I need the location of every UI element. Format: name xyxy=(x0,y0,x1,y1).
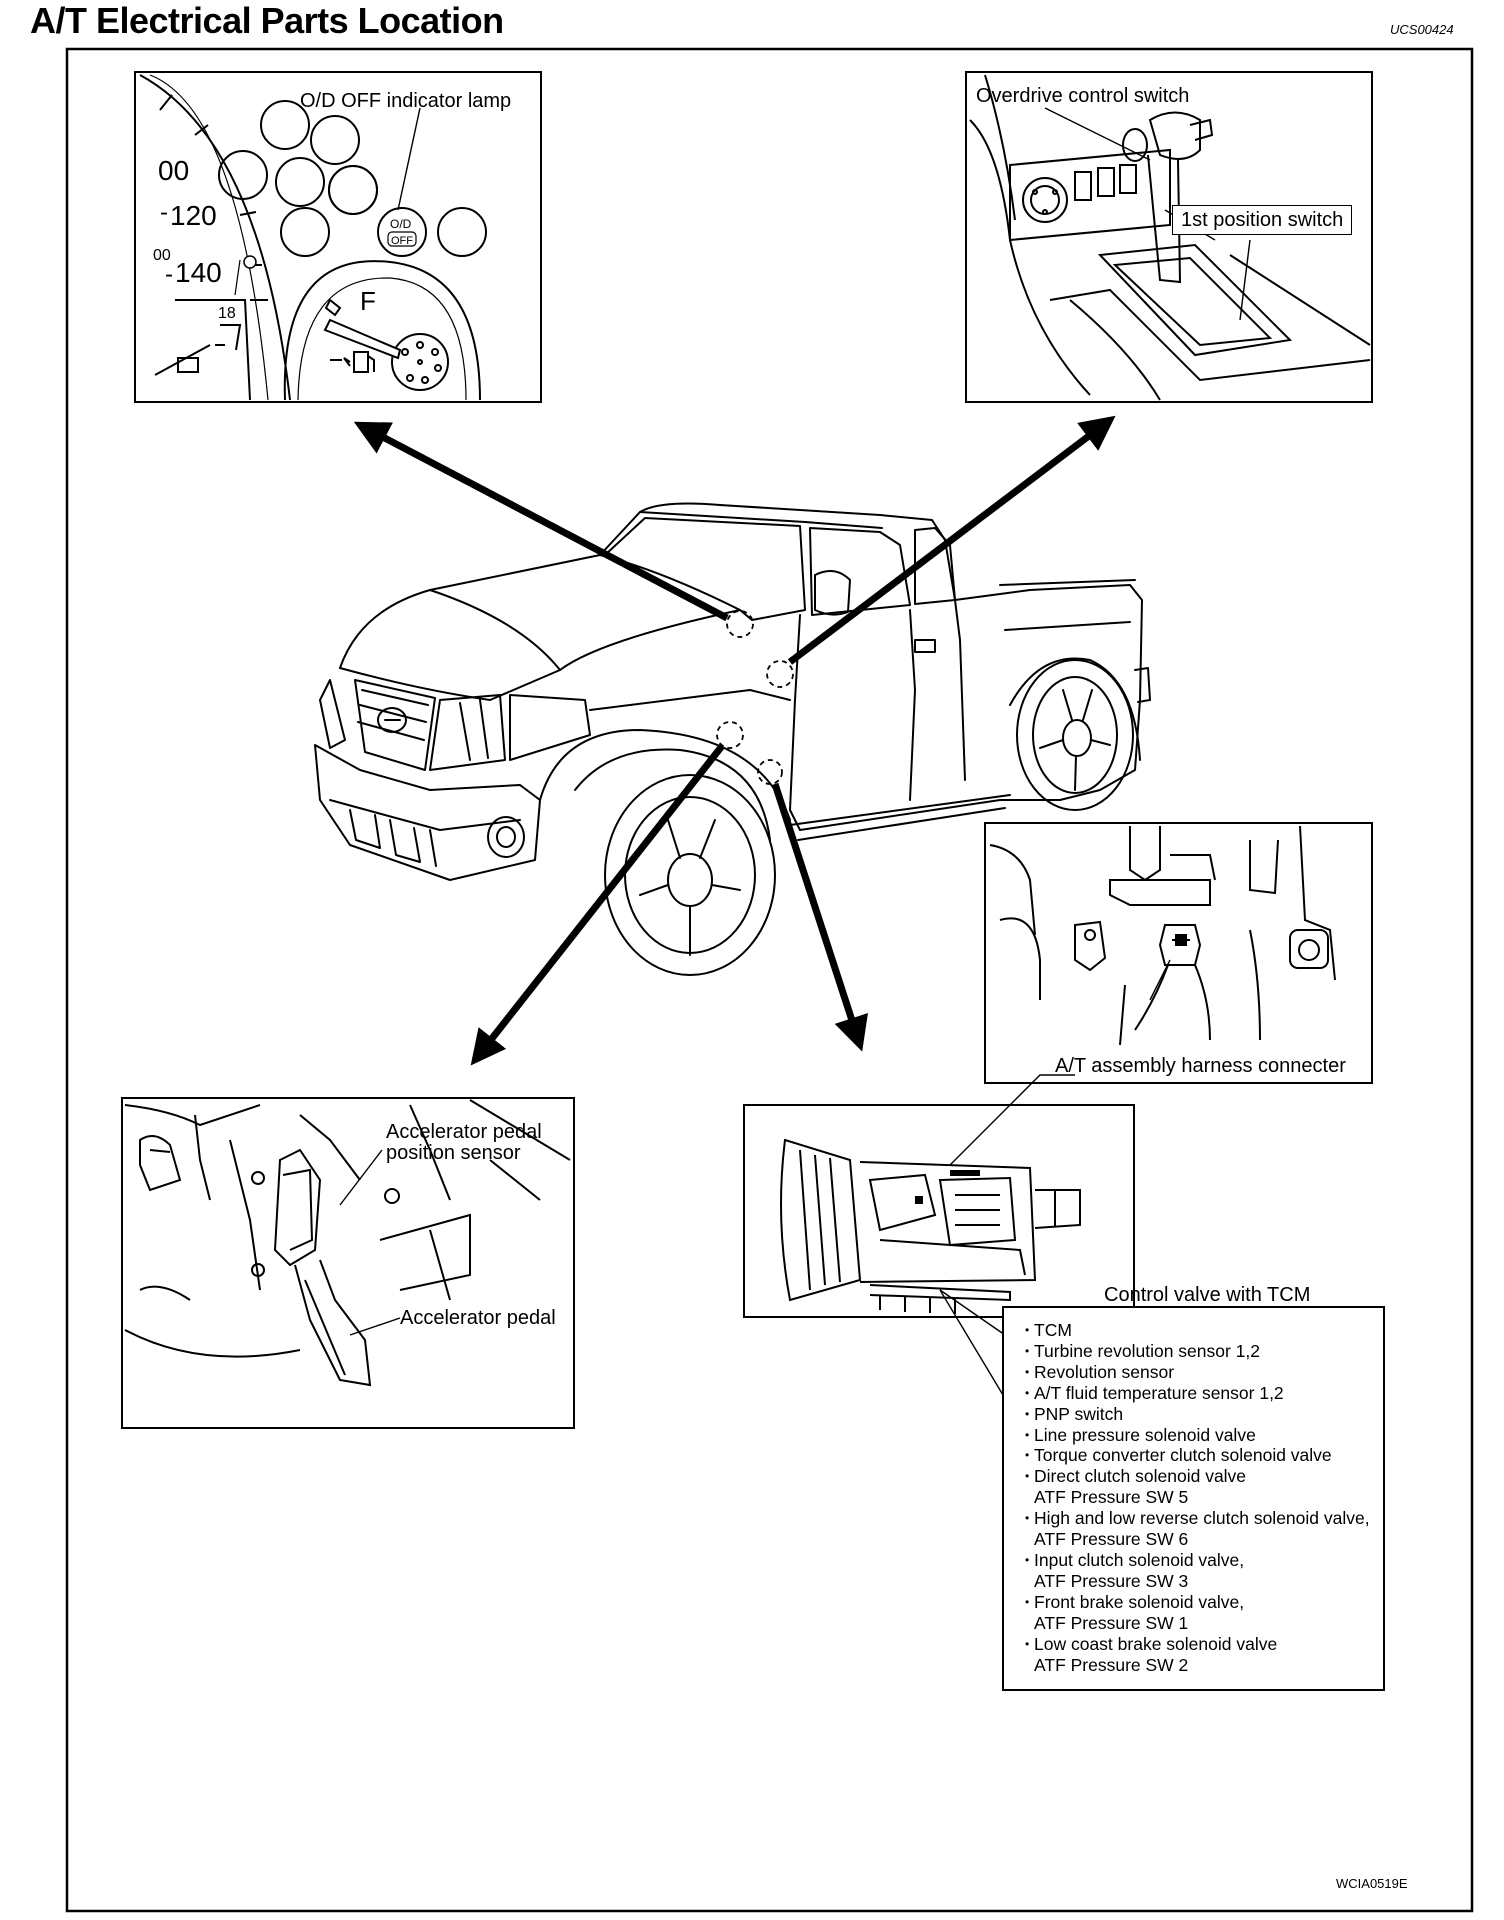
meter-tick-00-small: 00 xyxy=(153,247,171,264)
tcm-item-text: TCM xyxy=(1034,1320,1072,1340)
tcm-list-item: • Torque converter clutch solenoid valve xyxy=(1025,1445,1370,1466)
tcm-list-item: • Low coast brake solenoid valve xyxy=(1025,1634,1370,1655)
figure-code: WCIA0519E xyxy=(1336,1876,1408,1891)
pedal-panel-figure xyxy=(121,1097,575,1429)
bullet-icon: • xyxy=(1025,1406,1030,1421)
location-arrows xyxy=(353,415,1116,1066)
bullet-icon: • xyxy=(1025,1552,1030,1567)
arrow-to-transmission xyxy=(771,782,868,1052)
fuel-full-mark: F xyxy=(360,286,376,316)
marker-transmission xyxy=(757,759,783,785)
harness-panel-figure xyxy=(984,822,1373,1084)
tcm-item-subtext: ATF Pressure SW 1 xyxy=(1034,1612,1189,1633)
tcm-item-text: Turbine revolution sensor 1,2 xyxy=(1034,1340,1261,1361)
marker-console xyxy=(766,660,794,688)
arrow-to-console xyxy=(787,415,1116,665)
bullet-icon: • xyxy=(1025,1385,1030,1400)
outer-frame xyxy=(65,47,1474,1913)
tcm-list-frame xyxy=(1002,1306,1385,1691)
meter-panel-figure: 00 120 - 140 - 00 18 F O/D OFF xyxy=(134,71,542,403)
od-off-lamp xyxy=(377,207,427,257)
tcm-item-subtext: ATF Pressure SW 5 xyxy=(1034,1487,1189,1508)
tcm-item-text: PNP switch xyxy=(1034,1403,1124,1424)
tcm-list-item: • PNP switch xyxy=(1025,1404,1370,1425)
tcm-item-subtext: ATF Pressure SW 2 xyxy=(1034,1654,1189,1675)
accelerator-pedal-label: Accelerator pedal xyxy=(400,1307,556,1329)
tcm-item-text: Input clutch solenoid valve, xyxy=(1034,1549,1245,1570)
bullet-icon: • xyxy=(1025,1343,1030,1358)
meter-tick-18: 18 xyxy=(218,305,236,322)
tcm-list-item: • TCM xyxy=(1025,1320,1370,1341)
marker-meter xyxy=(726,610,754,638)
pedal-sensor-label: Accelerator pedal position sensor xyxy=(386,1121,542,1164)
arrow-to-meter xyxy=(353,421,729,622)
tcm-item-text: Revolution sensor xyxy=(1034,1361,1175,1382)
tcm-component-list: • TCM • Turbine revolution sensor 1,2 • Revol… xyxy=(1025,1320,1370,1675)
tcm-item-text: A/T fluid temperature sensor 1,2 xyxy=(1034,1382,1284,1403)
bullet-icon: • xyxy=(1025,1594,1030,1609)
bullet-icon: • xyxy=(1025,1427,1030,1442)
tcm-item-text: Low coast brake solenoid valve xyxy=(1034,1633,1278,1654)
od-off-indicator-label: O/D OFF indicator lamp xyxy=(300,90,512,112)
bullet-icon: • xyxy=(1025,1469,1030,1484)
location-markers xyxy=(716,610,794,785)
tcm-item-text: Torque converter clutch solenoid valve xyxy=(1034,1445,1332,1466)
tcm-item-subtext: ATF Pressure SW 6 xyxy=(1034,1529,1189,1550)
tcm-list-item: • Revolution sensor xyxy=(1025,1362,1370,1383)
tcm-list-item: • A/T fluid temperature sensor 1,2 xyxy=(1025,1383,1370,1404)
bullet-icon: • xyxy=(1025,1636,1030,1651)
bullet-icon: • xyxy=(1025,1364,1030,1379)
harness-connector-label: A/T assembly harness connecter xyxy=(1055,1055,1346,1077)
tcm-item-text: Front brake solenoid valve, xyxy=(1034,1591,1245,1612)
svg-text:-: - xyxy=(165,261,173,288)
page-title: A/T Electrical Parts Location xyxy=(30,0,504,41)
tcm-list-item: • Turbine revolution sensor 1,2 xyxy=(1025,1341,1370,1362)
svg-text:-: - xyxy=(160,199,168,226)
marker-pedal xyxy=(716,721,744,749)
od-lamp-text-bottom: OFF xyxy=(391,235,413,247)
bullet-icon: • xyxy=(1025,1323,1030,1337)
tcm-item-text: Line pressure solenoid valve xyxy=(1034,1424,1256,1445)
first-position-switch-label: 1st position switch xyxy=(1172,205,1353,235)
tcm-list-item: • Front brake solenoid valve, xyxy=(1025,1592,1370,1613)
bullet-icon: • xyxy=(1025,1511,1030,1526)
tcm-item-subtext: ATF Pressure SW 3 xyxy=(1034,1570,1189,1591)
console-panel-figure xyxy=(965,71,1373,403)
section-code: UCS00424 xyxy=(1390,22,1454,37)
od-lamp-text-top: O/D xyxy=(390,217,412,231)
overdrive-control-switch-label: Overdrive control switch xyxy=(976,85,1190,107)
tcm-list-item: • High and low reverse clutch solenoid va… xyxy=(1025,1508,1370,1529)
tcm-list-item: • Line pressure solenoid valve xyxy=(1025,1425,1370,1446)
meter-tick-00: 00 xyxy=(158,155,189,186)
truck-illustration xyxy=(314,502,1151,976)
tcm-list-item: • Input clutch solenoid valve, xyxy=(1025,1550,1370,1571)
tcm-item-text: High and low reverse clutch solenoid val… xyxy=(1034,1508,1370,1529)
transmission-panel-figure xyxy=(743,1074,1135,1396)
bullet-icon: • xyxy=(1025,1448,1030,1463)
meter-tick-140: 140 xyxy=(175,257,222,288)
control-valve-tcm-label: Control valve with TCM xyxy=(1104,1284,1311,1306)
meter-tick-120: 120 xyxy=(170,200,217,231)
arrow-to-pedal xyxy=(470,743,725,1066)
tcm-list-item: • Direct clutch solenoid valve xyxy=(1025,1466,1370,1487)
tcm-item-text: Direct clutch solenoid valve xyxy=(1034,1466,1247,1487)
